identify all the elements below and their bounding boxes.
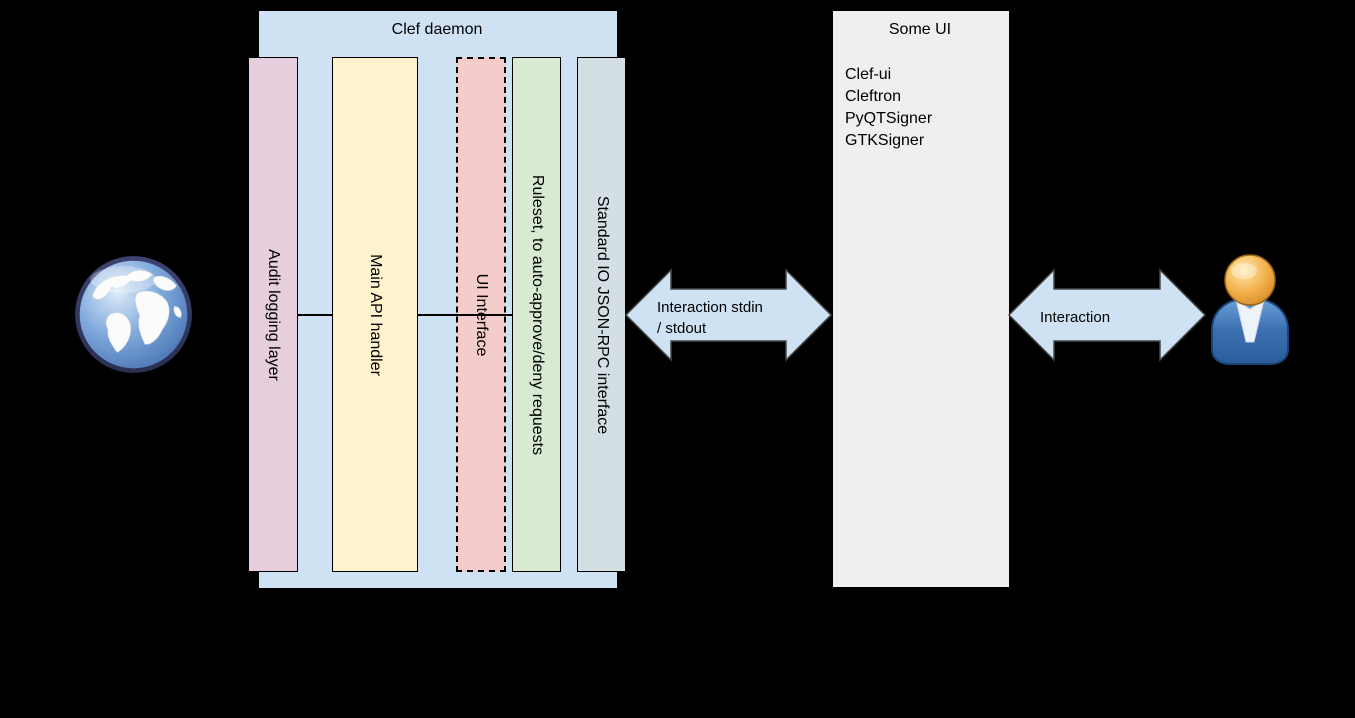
layer-stdio-json-rpc: Standard IO JSON-RPC interface	[577, 57, 626, 572]
layer-main-api-handler-label: Main API handler	[367, 253, 384, 376]
layer-audit-logging-label: Audit logging layer	[265, 248, 282, 381]
clef-daemon-box	[258, 10, 618, 589]
layer-stdio-json-rpc-label: Standard IO JSON-RPC interface	[593, 195, 611, 434]
layer-audit-logging: Audit logging layer	[248, 57, 298, 572]
arrow-stdin-stdout-shape	[624, 268, 833, 362]
user-icon	[1211, 254, 1289, 365]
some-ui-title: Some UI	[888, 21, 952, 38]
arrow-interaction-shape	[1007, 268, 1207, 362]
some-ui-list-item: GTKSigner	[845, 132, 925, 149]
globe-icon	[75, 256, 192, 373]
some-ui-list: Clef-ui Cleftron PyQTSigner GTKSigner	[845, 64, 932, 152]
some-ui-list-item: Cleftron	[845, 88, 902, 105]
some-ui-list-item: PyQTSigner	[845, 110, 933, 127]
layer-ruleset-label: Ruleset, to auto-approve/deny requests	[528, 174, 546, 455]
arrow-interaction	[1007, 268, 1207, 362]
arrow-stdin-stdout-label: Interaction stdin / stdout	[657, 297, 763, 339]
layer-ruleset: Ruleset, to auto-approve/deny requests	[512, 57, 561, 572]
layer-main-api-handler: Main API handler	[332, 57, 418, 572]
clef-daemon-title: Clef daemon	[391, 21, 483, 38]
some-ui-box	[832, 10, 1010, 588]
arrow-stdin-stdout	[624, 268, 833, 362]
connector-line-segment	[297, 314, 333, 316]
connector-line-segment	[417, 314, 513, 316]
arrow-interaction-label: Interaction	[1040, 309, 1111, 326]
arrow-stdin-stdout-label-line1: Interaction stdin	[657, 299, 763, 316]
some-ui-list-item: Clef-ui	[845, 66, 892, 83]
arrow-stdin-stdout-label-line2: / stdout	[657, 320, 707, 337]
